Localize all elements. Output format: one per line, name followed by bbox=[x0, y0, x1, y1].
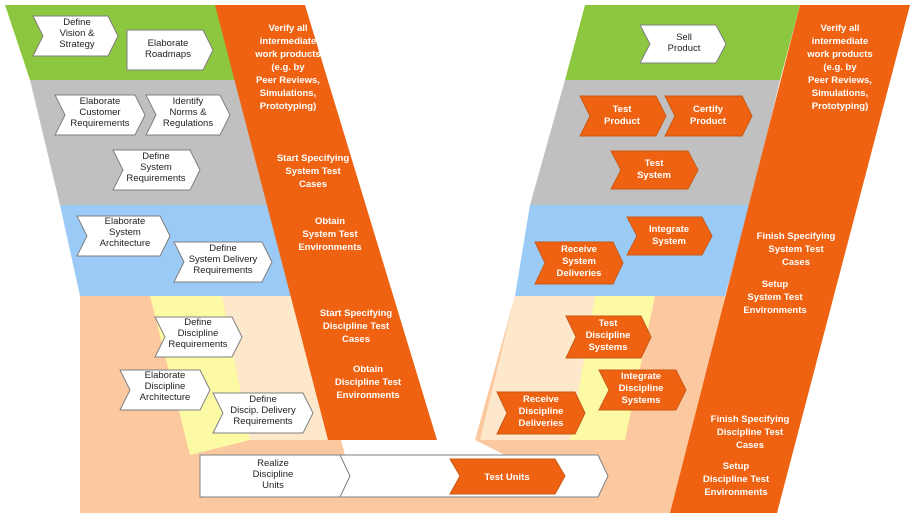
left-verification-band bbox=[215, 5, 437, 440]
right-verification-band bbox=[670, 5, 910, 513]
chev-text: Test Units bbox=[484, 472, 529, 483]
test-units-chevron[interactable]: Test Units bbox=[449, 458, 566, 495]
